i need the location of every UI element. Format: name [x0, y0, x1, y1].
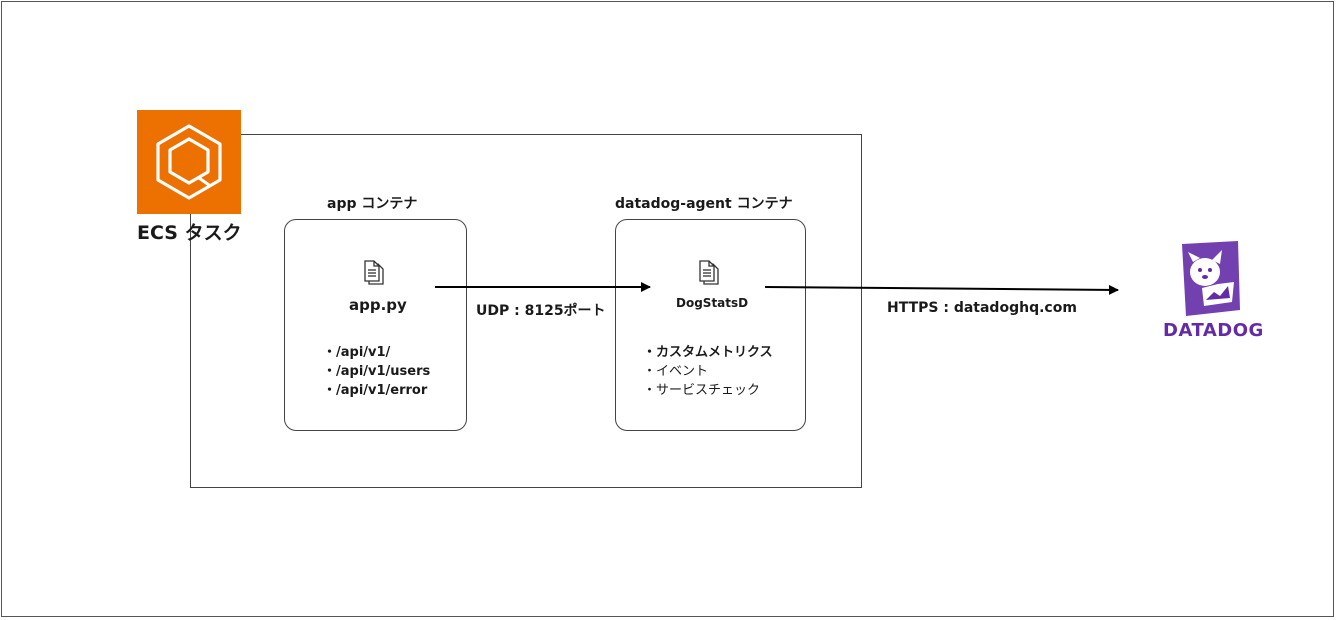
ecs-icon	[137, 110, 241, 214]
list-item: ・イベント	[643, 364, 709, 379]
agent-file-name: DogStatsD	[676, 296, 749, 310]
agent-container-title: datadog-agent コンテナ	[615, 196, 793, 212]
app-container	[284, 219, 467, 431]
list-item: ・/api/v1/error	[323, 383, 428, 398]
ecs-task-boundary	[190, 134, 862, 488]
ecs-task-label: ECS タスク	[137, 222, 242, 244]
list-item: ・/api/v1/	[323, 345, 391, 360]
app-endpoint-list: ・/api/v1/ ・/api/v1/users ・/api/v1/error	[323, 343, 430, 400]
udp-edge-label: UDP : 8125ポート	[476, 303, 606, 319]
document-icon	[363, 260, 385, 286]
document-icon	[698, 260, 720, 286]
https-arrow	[764, 284, 1119, 295]
list-item: ・カスタムメトリクス	[643, 345, 773, 360]
app-container-title: app コンテナ	[327, 196, 418, 212]
app-file-name: app.py	[349, 296, 407, 314]
list-item: ・/api/v1/users	[323, 364, 431, 379]
https-edge-label: HTTPS : datadoghq.com	[887, 300, 1077, 316]
agent-container	[615, 219, 806, 431]
agent-feature-list: ・カスタムメトリクス ・イベント ・サービスチェック	[643, 343, 773, 400]
datadog-logo-text: DATADOG	[1163, 320, 1264, 341]
datadog-dog-icon	[1160, 240, 1270, 345]
list-item: ・サービスチェック	[643, 383, 761, 398]
